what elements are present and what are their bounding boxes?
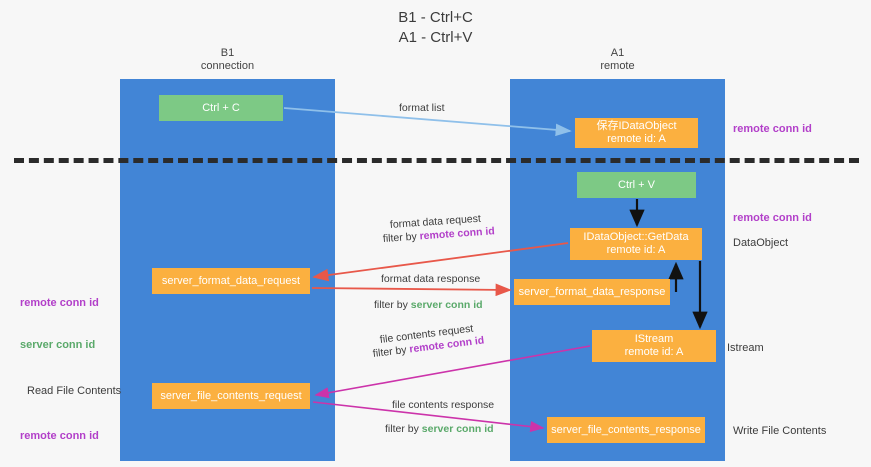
- edge-label-format-list: format list: [399, 102, 445, 114]
- node-ctrl-c[interactable]: Ctrl + C: [159, 95, 283, 121]
- annotation-istream: Istream: [727, 342, 764, 354]
- node-server-file-contents-response[interactable]: server_file_contents_response: [547, 417, 705, 443]
- lane-b1-title: B1 connection: [120, 47, 335, 73]
- node-idataobject-getdata-line2: remote id: A: [606, 244, 666, 256]
- filter-by-server-conn-id-value-1: server conn id: [410, 299, 483, 311]
- filter-by-prefix-2: filter by: [374, 299, 411, 311]
- annotation-dataobject: DataObject: [733, 237, 789, 249]
- node-server-format-data-request-label: server_format_data_request: [161, 274, 301, 287]
- annotation-left-conn-ids-bottom: remote conn id server conn id: [20, 401, 99, 467]
- filter-by-prefix-1: filter by: [382, 230, 421, 245]
- annotation-read-file-contents: Read File Contents: [27, 385, 122, 397]
- filter-by-server-conn-id-value-2: server conn id: [421, 423, 494, 435]
- lane-b1-name: B1: [220, 47, 235, 59]
- annotation-remote-conn-id-mid: remote conn id: [733, 212, 812, 224]
- node-server-file-contents-response-label: server_file_contents_response: [551, 423, 701, 436]
- annotation-left-remote-conn-id-2: remote conn id: [20, 430, 99, 442]
- annotation-write-file-contents: Write File Contents: [733, 425, 827, 437]
- node-ctrl-v-label: Ctrl + V: [618, 178, 655, 191]
- edge-label-file-contents-response: file contents response: [392, 399, 495, 411]
- filter-by-prefix-4: filter by: [385, 423, 422, 435]
- annotation-remote-conn-id-top: remote conn id: [733, 123, 812, 135]
- node-istream-line1: IStream: [634, 333, 674, 345]
- node-save-idataobject-line1: 保存IDataObject: [596, 120, 677, 132]
- annotation-left-conn-ids-top: remote conn id server conn id: [20, 268, 99, 380]
- node-server-format-data-response-label: server_format_data_response: [518, 285, 666, 298]
- node-server-file-contents-request-label: server_file_contents_request: [160, 389, 302, 402]
- lane-a1-sub: remote: [600, 60, 635, 72]
- node-save-idataobject[interactable]: 保存IDataObject remote id: A: [575, 118, 698, 148]
- node-server-format-data-request[interactable]: server_format_data_request: [152, 268, 310, 294]
- edge-label-filter-by-server-conn-id-1: filter by server conn id: [374, 299, 483, 312]
- node-ctrl-v[interactable]: Ctrl + V: [577, 172, 696, 198]
- node-idataobject-getdata[interactable]: IDataObject::GetData remote id: A: [570, 228, 702, 260]
- edge-label-format-data-response: format data response: [381, 273, 481, 285]
- node-save-idataobject-line2: remote id: A: [607, 133, 666, 145]
- diagram-title-line1: B1 - Ctrl+C: [398, 9, 473, 26]
- node-istream-line2: remote id: A: [624, 346, 684, 358]
- filter-by-prefix-3: filter by: [372, 343, 411, 360]
- annotation-left-remote-conn-id: remote conn id: [20, 297, 99, 309]
- node-istream[interactable]: IStream remote id: A: [592, 330, 716, 362]
- node-ctrl-c-label: Ctrl + C: [202, 101, 240, 114]
- node-server-format-data-response[interactable]: server_format_data_response: [514, 279, 670, 305]
- diagram-title-line2: A1 - Ctrl+V: [398, 29, 473, 46]
- edge-label-filter-by-server-conn-id-2: filter by server conn id: [385, 423, 494, 436]
- node-idataobject-getdata-line1: IDataObject::GetData: [583, 231, 689, 243]
- phase-separator-dashed-line: [14, 158, 859, 163]
- annotation-left-server-conn-id: server conn id: [20, 339, 96, 351]
- lane-a1-name: A1: [610, 47, 625, 59]
- node-server-file-contents-request[interactable]: server_file_contents_request: [152, 383, 310, 409]
- lane-a1-title: A1 remote: [510, 47, 725, 73]
- lane-b1-sub: connection: [200, 60, 255, 72]
- diagram-title: B1 - Ctrl+C A1 - Ctrl+V: [0, 8, 871, 48]
